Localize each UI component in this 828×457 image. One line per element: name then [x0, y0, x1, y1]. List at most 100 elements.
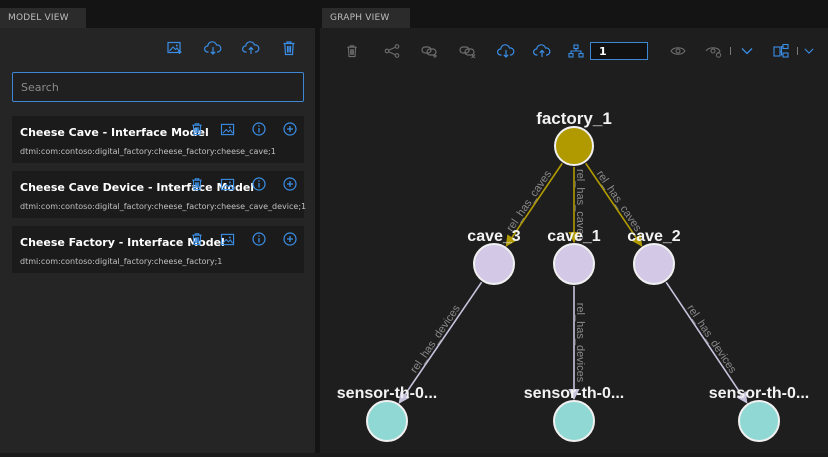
toolbar-separator — [797, 47, 798, 55]
model-info-button[interactable] — [249, 119, 269, 139]
link-add-icon — [421, 46, 437, 58]
export-graph-button[interactable] — [496, 39, 516, 63]
model-image-button[interactable] — [218, 174, 238, 194]
trash-icon — [192, 233, 202, 246]
eye-icon — [670, 47, 686, 55]
visibility-dropdown-button[interactable] — [737, 39, 757, 63]
hide-selected-button[interactable] — [704, 39, 724, 63]
model-list-item[interactable]: Cheese Cave Device - Interface Model dtm… — [12, 171, 307, 218]
cloud-download-icon — [204, 41, 222, 55]
org-chart-icon — [773, 43, 789, 58]
layout-options-button[interactable] — [771, 39, 791, 63]
node-label: sensor-th-0... — [709, 385, 809, 402]
trash-icon — [192, 178, 202, 191]
info-icon — [252, 122, 266, 136]
model-view-panel: Cheese Cave - Interface Model dtmi:com:c… — [0, 28, 315, 453]
twin-node[interactable] — [633, 243, 675, 285]
share-icon — [384, 44, 400, 58]
twin-node[interactable] — [473, 243, 515, 285]
upload-models-button[interactable] — [241, 36, 261, 60]
edge-label: rel_has_caves — [574, 169, 586, 240]
graph-edge[interactable] — [398, 281, 483, 404]
add-twin-button[interactable] — [280, 119, 300, 139]
info-icon — [252, 232, 266, 246]
trash-icon — [192, 123, 202, 136]
image-icon — [220, 178, 235, 190]
layout-button[interactable] — [566, 39, 586, 63]
image-icon — [220, 123, 235, 135]
search-input[interactable] — [12, 72, 304, 102]
model-list: Cheese Cave - Interface Model dtmi:com:c… — [12, 116, 307, 281]
expansion-level-input[interactable] — [590, 42, 648, 60]
node-label: cave_2 — [627, 228, 680, 245]
toolbar-separator — [730, 47, 731, 55]
upload-image-button[interactable] — [165, 36, 185, 60]
add-circle-icon — [283, 232, 297, 246]
layout-dropdown-button[interactable] — [804, 39, 814, 63]
delete-twin-button[interactable] — [342, 39, 362, 63]
model-list-item[interactable]: Cheese Factory - Interface Model dtmi:co… — [12, 226, 304, 273]
edge-label: rel_has_devices — [574, 303, 586, 383]
delete-model-button[interactable] — [187, 229, 207, 249]
add-circle-icon — [283, 122, 297, 136]
add-circle-icon — [283, 177, 297, 191]
graph-toolbar — [342, 39, 814, 63]
download-models-button[interactable] — [203, 36, 223, 60]
graph-edge[interactable] — [505, 162, 563, 247]
graph-edge[interactable] — [585, 162, 643, 247]
delete-model-button[interactable] — [187, 119, 207, 139]
cloud-upload-icon — [533, 44, 551, 57]
model-toolbar — [165, 36, 299, 60]
model-name: Cheese Factory - Interface Model — [20, 236, 225, 249]
create-relationship-button[interactable] — [382, 39, 402, 63]
edge-label: rel_has_caves — [504, 168, 554, 234]
model-image-button[interactable] — [218, 119, 238, 139]
model-item-actions — [187, 174, 300, 194]
info-icon — [252, 177, 266, 191]
model-image-button[interactable] — [218, 229, 238, 249]
tab-graph-view[interactable]: GRAPH VIEW — [322, 8, 410, 28]
model-name: Cheese Cave Device - Interface Model — [20, 181, 255, 194]
show-relationships-button[interactable] — [420, 39, 440, 63]
model-name: Cheese Cave - Interface Model — [20, 126, 209, 139]
trash-icon — [283, 41, 295, 56]
model-id: dtmi:com:contoso:digital_factory:cheese_… — [20, 257, 223, 266]
twin-node[interactable] — [553, 400, 595, 442]
image-icon — [167, 41, 182, 54]
twin-graph[interactable]: rel_has_caves rel_has_caves rel_has_cavesr… — [320, 28, 828, 453]
show-all-button[interactable] — [668, 39, 688, 63]
node-label: sensor-th-0... — [337, 385, 437, 402]
node-label: cave_1 — [547, 228, 600, 245]
add-twin-button[interactable] — [280, 174, 300, 194]
hide-relationships-button[interactable] — [458, 39, 478, 63]
delete-all-models-button[interactable] — [279, 36, 299, 60]
chevron-down-icon — [741, 48, 753, 55]
node-label: cave_3 — [467, 228, 520, 245]
add-twin-button[interactable] — [280, 229, 300, 249]
trash-icon — [347, 45, 357, 58]
cloud-download-icon — [497, 44, 515, 58]
model-info-button[interactable] — [249, 229, 269, 249]
cloud-upload-icon — [242, 41, 260, 54]
model-id: dtmi:com:contoso:digital_factory:cheese_… — [20, 202, 307, 211]
tab-model-view[interactable]: MODEL VIEW — [0, 8, 86, 28]
edge-label: rel_has_caves — [594, 168, 644, 234]
model-info-button[interactable] — [249, 174, 269, 194]
twin-node[interactable] — [738, 400, 780, 442]
eye-settings-icon — [705, 46, 722, 58]
status-strip — [0, 453, 828, 457]
graph-edge[interactable] — [665, 281, 748, 404]
twin-node[interactable] — [366, 400, 408, 442]
node-label: sensor-th-0... — [524, 385, 624, 402]
twin-node[interactable] — [553, 243, 595, 285]
import-graph-button[interactable] — [532, 39, 552, 63]
edge-label: rel_has_devices — [684, 303, 738, 376]
twin-node[interactable] — [554, 126, 594, 166]
delete-model-button[interactable] — [187, 174, 207, 194]
model-list-item[interactable]: Cheese Cave - Interface Model dtmi:com:c… — [12, 116, 304, 163]
link-remove-icon — [459, 46, 476, 59]
model-id: dtmi:com:contoso:digital_factory:cheese_… — [20, 147, 276, 156]
